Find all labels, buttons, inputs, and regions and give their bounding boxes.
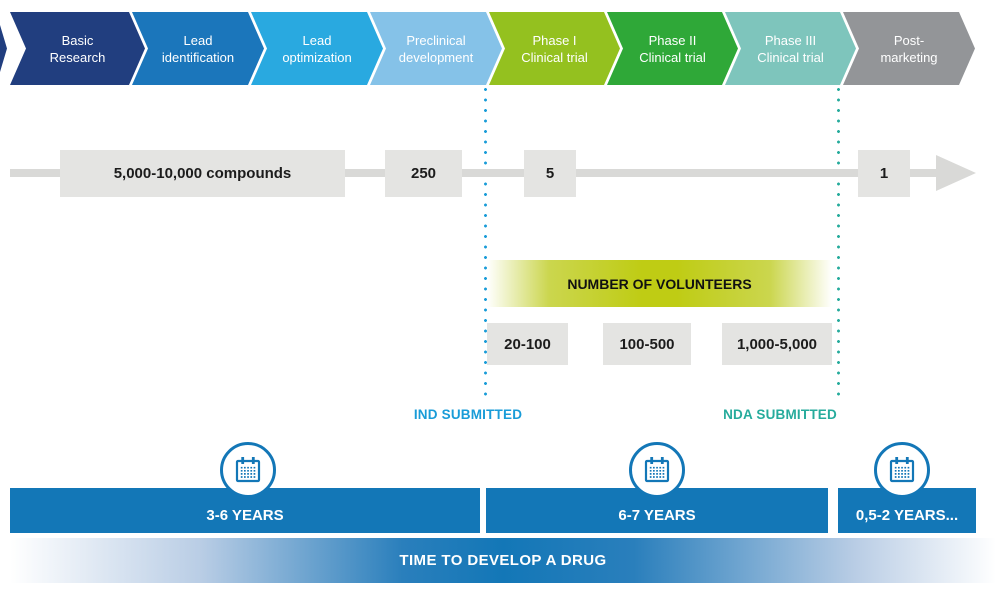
timeline-arrow-shaft (10, 169, 938, 177)
volunteers-title-band: NUMBER OF VOLUNTEERS (487, 260, 832, 307)
chevron-tail-fragment (0, 25, 7, 72)
clinical-count-box: 5 (524, 150, 576, 197)
nda-dotted-line (837, 88, 840, 402)
calendar-icon (874, 442, 930, 498)
ind-dotted-line (484, 88, 487, 402)
calendar-icon (220, 442, 276, 498)
timeline-arrowhead-icon (936, 155, 976, 191)
time-to-develop-banner: TIME TO DEVELOP A DRUG (0, 538, 1006, 583)
stage-label: Post-marketing (880, 32, 938, 65)
nda-submitted-label: NDA SUBMITTED (723, 407, 837, 422)
volunteers-phase1-box: 20-100 (487, 323, 568, 365)
calendar-icon (629, 442, 685, 498)
stage-post-marketing: Post-marketing (843, 12, 975, 85)
volunteers-phase3-box: 1,000-5,000 (722, 323, 832, 365)
ind-submitted-label: IND SUBMITTED (413, 407, 523, 422)
preclinical-count-box: 250 (385, 150, 462, 197)
approved-count-box: 1 (858, 150, 910, 197)
volunteers-phase2-box: 100-500 (603, 323, 691, 365)
compounds-count-box: 5,000-10,000 compounds (60, 150, 345, 197)
